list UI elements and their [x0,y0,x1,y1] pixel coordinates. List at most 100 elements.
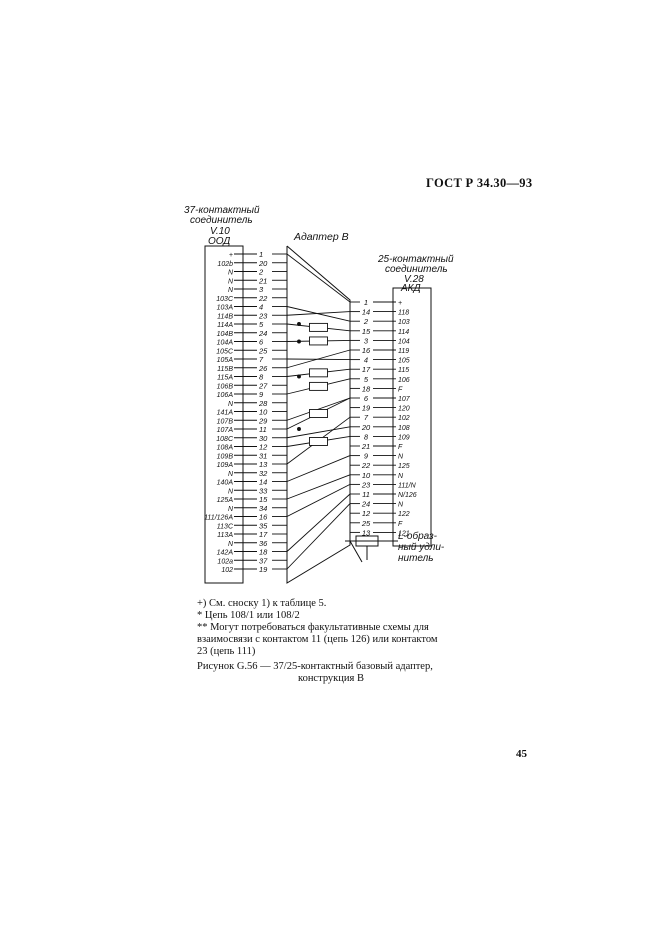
left-pin-number: 14 [259,478,267,487]
adapter-wire [286,426,351,439]
left-pin-circuit-label: 106A [217,392,234,399]
right-pin-number: 25 [361,519,371,528]
left-pin-circuit-label: 103A [217,305,234,312]
right-pin-number: 16 [362,346,371,355]
wire-junction-dot [297,374,301,379]
left-pin-number: 35 [259,521,268,530]
left-pin-number: 20 [258,259,268,268]
right-pin-circuit-label: F [398,521,403,528]
left-pin-circuit-label: 109B [217,453,234,460]
left-pin-number: 9 [259,390,264,399]
left-pin-number: 6 [259,338,264,347]
left-pin-number: 19 [259,565,268,574]
left-pin-number: 27 [258,381,268,390]
right-pin-circuit-label: 115 [398,367,409,374]
page-number: 45 [516,748,527,760]
right-pin-circuit-label: 121 [398,530,410,537]
right-pin-circuit-label: 119 [398,348,409,355]
left-pin-number: 28 [258,399,268,408]
left-pin-circuit-label: 125A [217,497,234,504]
right-pin-number: 22 [361,461,371,470]
adapter-wire [286,311,351,316]
wire-junction-dot [297,427,301,431]
right-pin-number: 11 [362,490,370,499]
left-pin-number: 16 [259,513,268,522]
footnote-2: * Цепь 108/1 или 108/2 [197,610,300,621]
right-pin-number: 13 [362,528,371,537]
right-connector-title-3: V.28 [404,274,424,285]
left-pin-number: 18 [259,548,268,557]
left-pin-number: 29 [258,416,268,425]
left-pin-number: 23 [258,311,268,320]
right-pin-circuit-label: 114 [398,329,409,336]
figure-caption-line-1: Рисунок G.56 — 37/25-контактный базовый … [197,661,433,672]
left-pin-circuit-label: 114A [217,322,233,329]
resistor-symbol [309,437,328,446]
right-pin-circuit-label: 120 [398,406,410,413]
left-pin-circuit-label: 108A [217,445,234,452]
resistor-symbol [309,409,328,418]
left-pin-number: 31 [259,451,267,460]
right-connector-title-1: 25-контактный [377,254,454,265]
adapter-wire [286,483,351,517]
right-pin-number: 23 [361,480,371,489]
left-pin-circuit-label: 103C [216,296,234,303]
right-pin-number: 21 [361,442,370,451]
right-pin-number: 5 [364,375,369,384]
resistor-symbol [309,322,328,332]
right-pin-circuit-label: 103 [398,319,410,326]
left-pin-circuit-label: 141A [217,410,234,417]
right-pin-circuit-label: N/126 [398,492,417,499]
left-pin-circuit-label: 102b [217,261,233,268]
left-pin-circuit-label: 104A [217,340,234,347]
right-pin-number: 10 [362,471,371,480]
left-pin-number: 12 [259,443,268,452]
right-pin-circuit-label: + [398,300,402,307]
right-pin-circuit-label: 105 [398,358,410,365]
left-pin-circuit-label: + [229,252,233,259]
left-pin-number: 22 [258,294,268,303]
right-pin-number: 19 [362,404,371,413]
left-pin-number: 25 [258,346,268,355]
right-pin-circuit-label: 125 [398,463,410,470]
right-pin-number: 4 [364,356,368,365]
adapter-wire [286,503,351,570]
right-pin-circuit-label: 104 [398,338,410,345]
left-pin-number: 24 [258,329,267,338]
document-header: ГОСТ Р 34.30—93 [426,176,533,190]
footnote-5: 23 (цепь 111) [197,646,256,657]
left-pin-circuit-label: 115A [217,375,233,382]
right-connector-title-4: АКД [400,283,421,294]
left-pin-number: 37 [259,556,268,565]
left-pin-number: 3 [259,285,264,294]
right-pin-number: 3 [364,336,369,345]
left-pin-number: 15 [259,495,268,504]
right-pin-circuit-label: N [398,454,404,461]
right-pin-circuit-label: 122 [398,511,410,518]
right-pin-number: 17 [362,365,371,374]
left-pin-number: 32 [259,469,268,478]
left-pin-number: 13 [259,460,268,469]
right-pin-number: 12 [362,509,371,518]
footnote-3: ** Могут потребоваться факультативные сх… [197,622,429,633]
right-pin-circuit-label: 106 [398,377,410,384]
wire-junction-dot [297,322,301,326]
adapter-body-outline [286,245,351,584]
left-pin-circuit-label: N [228,401,234,408]
left-pin-circuit-label: 115B [217,366,233,373]
right-pin-number: 2 [363,317,369,326]
adapter-wire [286,349,351,369]
left-pin-number: 5 [259,320,264,329]
left-pin-circuit-label: N [228,471,234,478]
left-pin-circuit-label: 105C [216,348,234,355]
right-pin-circuit-label: N [398,473,404,480]
left-pin-number: 17 [259,530,268,539]
left-pin-circuit-label: N [228,541,234,548]
right-pin-number: 15 [362,327,371,336]
left-pin-circuit-label: 108C [216,436,234,443]
l-extender-label-3: нитель [398,553,434,564]
right-pin-number: 14 [362,308,370,317]
right-pin-circuit-label: 109 [398,434,410,441]
left-connector-title-1: 37-контактный [184,205,260,216]
